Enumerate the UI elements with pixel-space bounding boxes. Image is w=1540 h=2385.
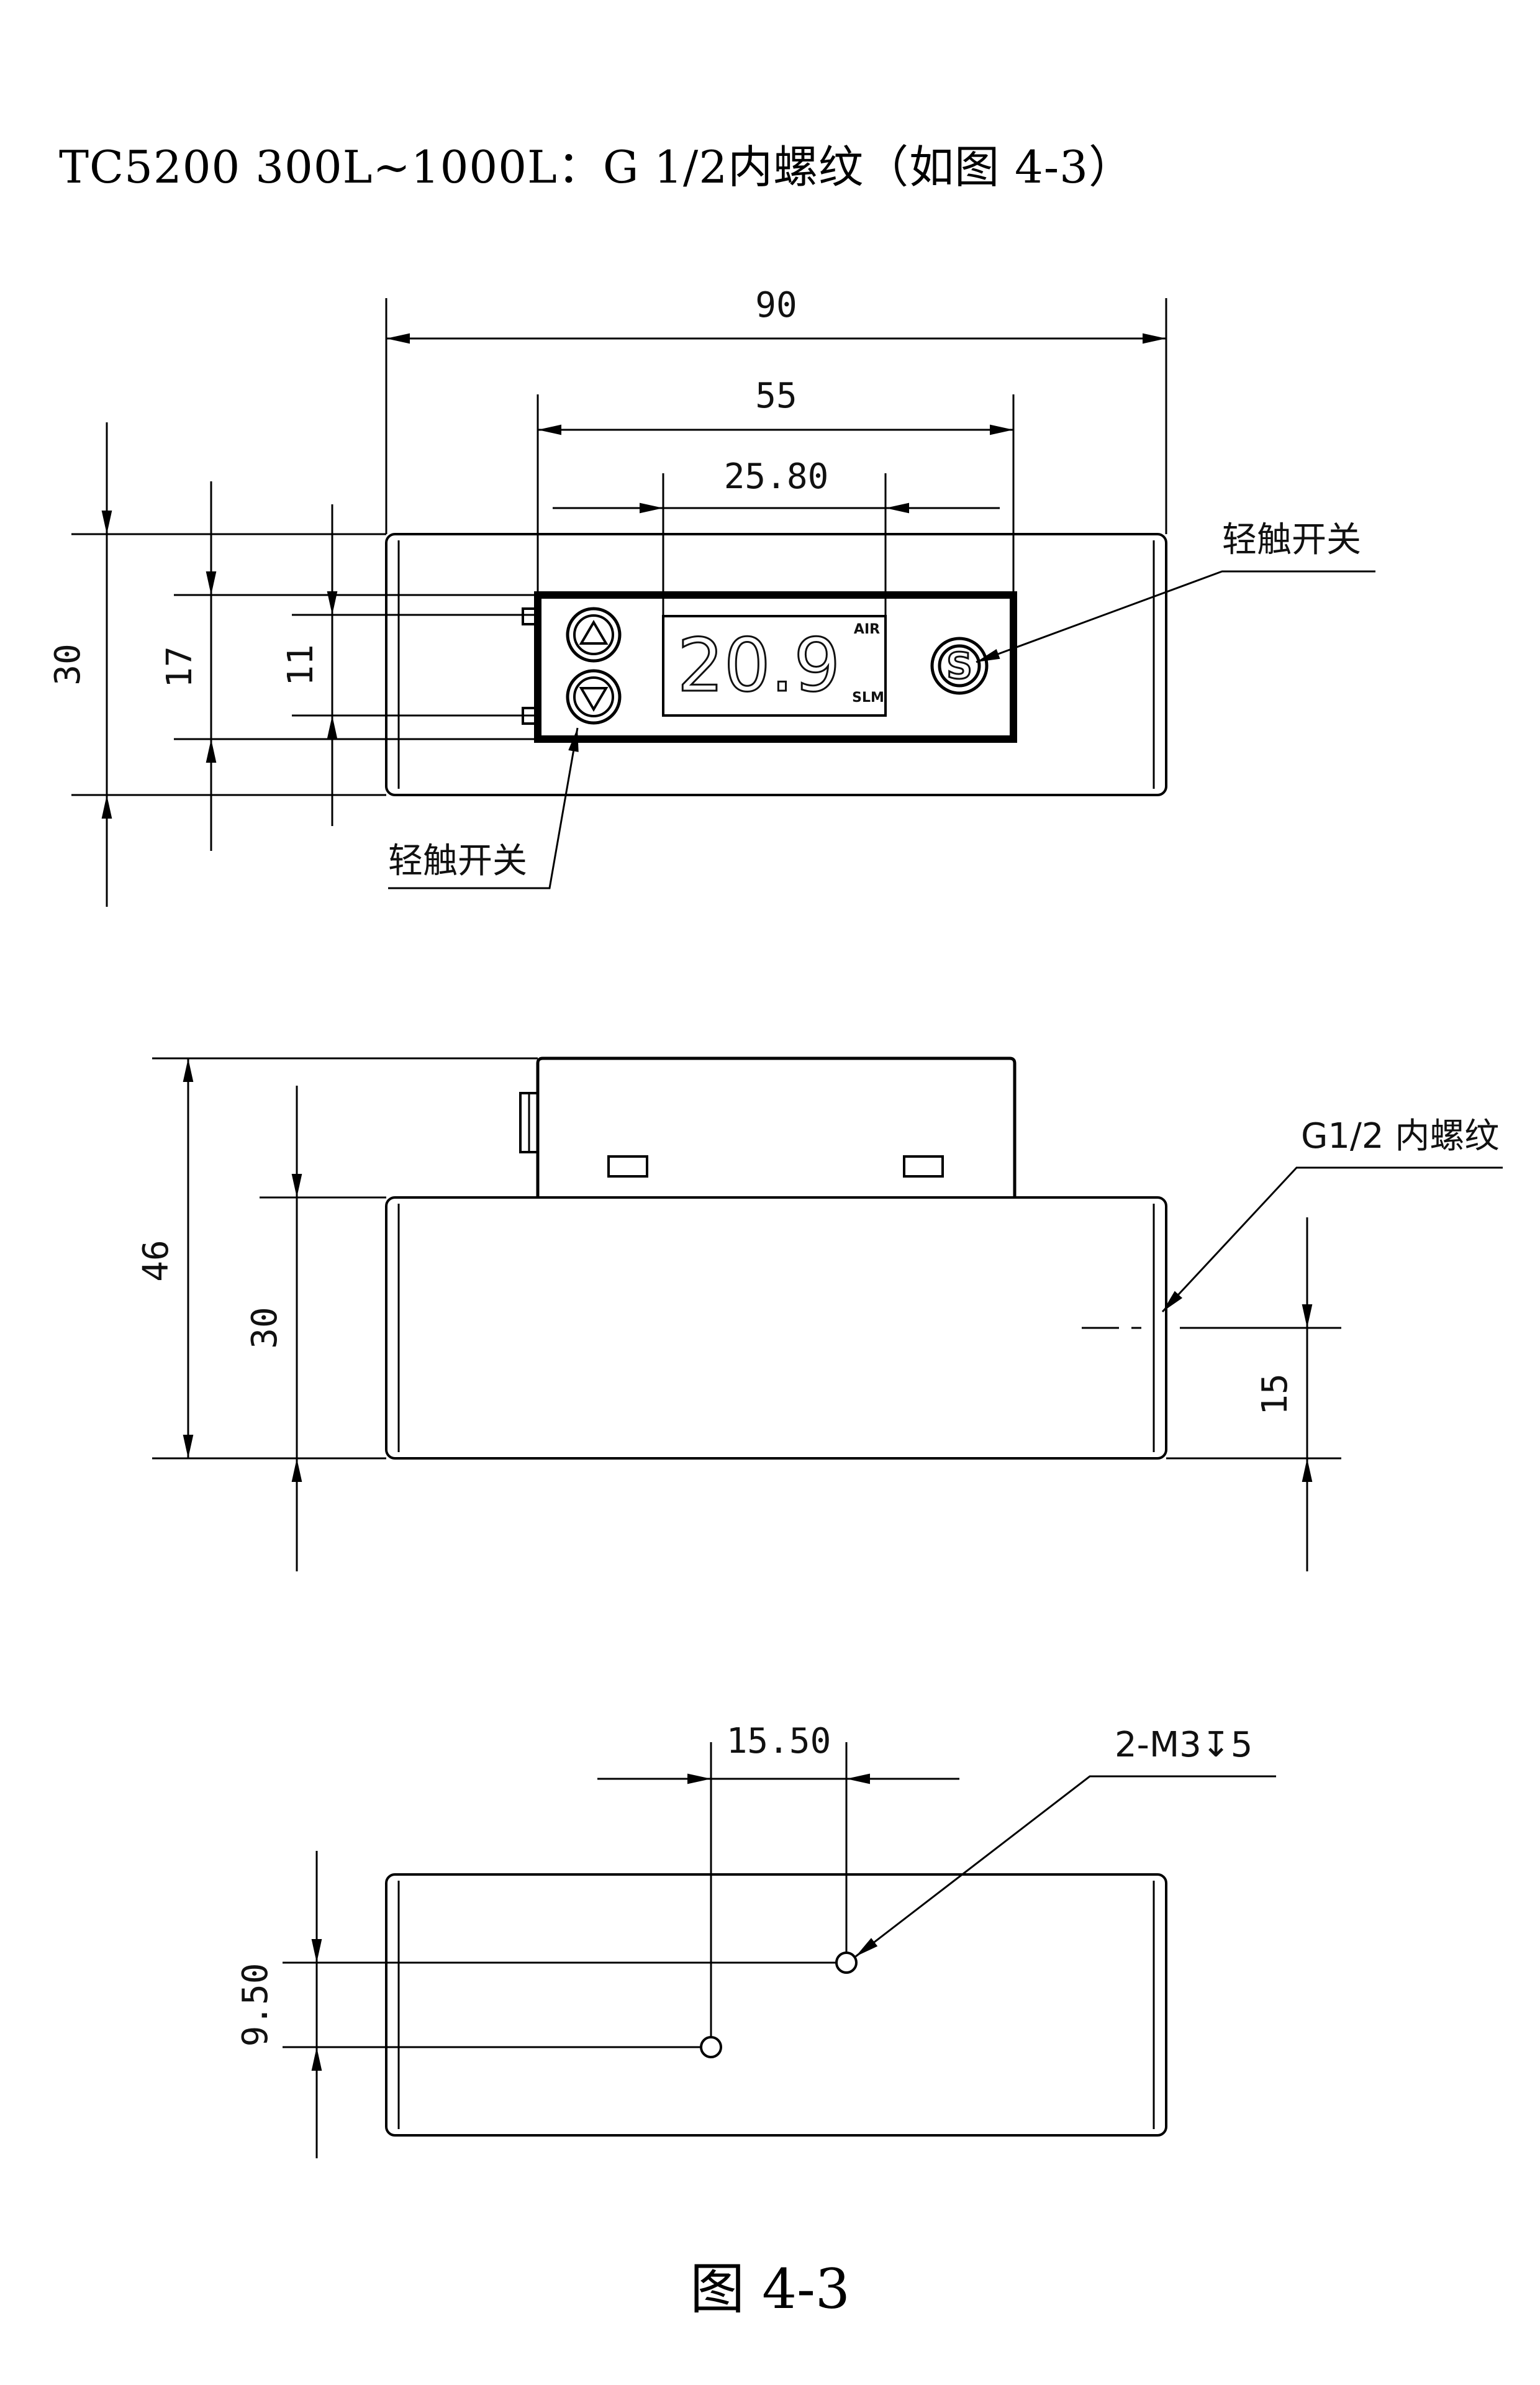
dim-side-total-height: 46 [136, 1240, 176, 1281]
bottom-view [283, 1742, 1276, 2158]
callout-switch-right: 轻触开关 [1222, 520, 1361, 560]
set-button[interactable] [930, 637, 989, 695]
dim-screen-width: 25.80 [724, 457, 829, 497]
bottom-view-text: 15.50 9.50 2-M3↧5 [235, 1721, 1252, 2047]
front-body-outline [385, 533, 1167, 796]
down-button[interactable] [566, 669, 622, 725]
dim-screen-height: 11 [281, 644, 321, 686]
front-view-text: 90 55 25.80 30 17 11 20.9 AIR SLM S 轻触开关… [48, 285, 1361, 881]
side-display-module [536, 1056, 1017, 1197]
triangle-up-icon [579, 620, 609, 645]
dim-hole-spacing-y: 9.50 [235, 1963, 276, 2047]
callout-mounting-holes: 2-M3↧5 [1115, 1725, 1252, 1765]
dim-total-height: 30 [48, 643, 88, 685]
dim-port-height: 15 [1255, 1373, 1295, 1415]
lcd-screen [662, 615, 887, 717]
side-view [152, 1056, 1503, 1571]
screen-value: 20.9 [677, 622, 841, 708]
bottom-body-outline [385, 1873, 1167, 2137]
section-heading: TC5200 300L~1000L：G 1/2内螺纹（如图 4-3） [59, 141, 1134, 193]
side-view-text: 46 30 15 G1/2 内螺纹 [136, 1116, 1499, 1415]
dim-side-body-height: 30 [245, 1307, 285, 1348]
dim-display-width: 55 [755, 376, 797, 416]
up-button[interactable] [566, 607, 622, 663]
set-button-label: S [946, 645, 972, 687]
side-body-outline [385, 1196, 1167, 1460]
display-module [534, 591, 1017, 743]
mounting-hole-1 [700, 2036, 722, 2058]
dim-total-width: 90 [755, 285, 797, 325]
front-view [71, 298, 1375, 907]
screen-gas: AIR [854, 622, 880, 637]
mounting-hole-2 [835, 1951, 858, 1974]
dim-hole-spacing-x: 15.50 [727, 1721, 831, 1761]
callout-port-thread: G1/2 内螺纹 [1301, 1116, 1499, 1156]
screen-unit: SLM [852, 690, 884, 706]
figure-caption: 图 4-3 [690, 2257, 850, 2321]
dim-display-height: 17 [160, 646, 200, 688]
triangle-down-icon [579, 687, 609, 712]
callout-switch-left: 轻触开关 [388, 841, 527, 881]
